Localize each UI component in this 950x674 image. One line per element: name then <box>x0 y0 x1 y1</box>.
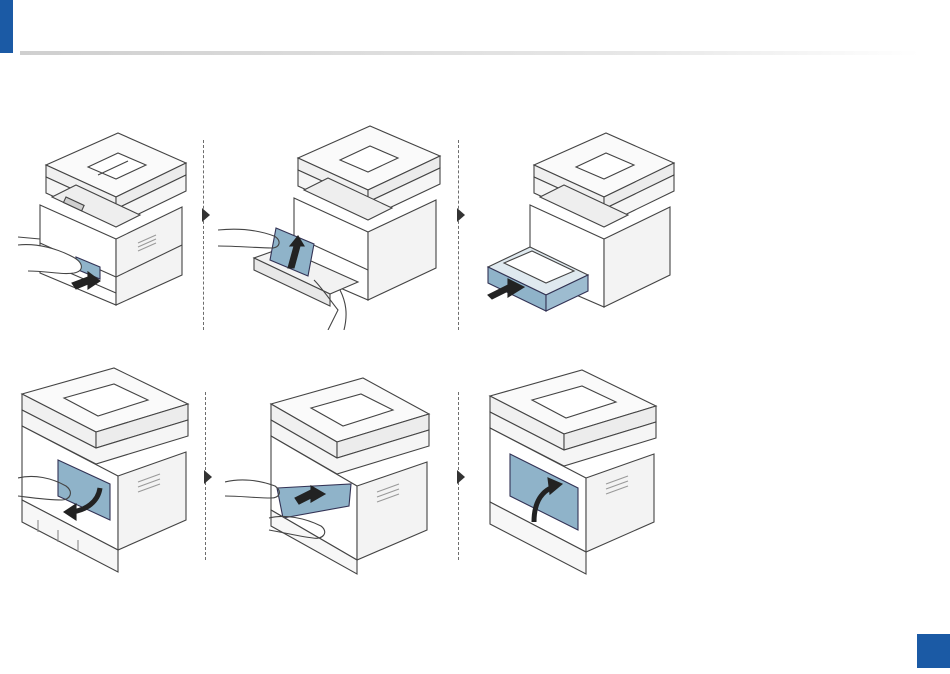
next-step-arrow-icon <box>457 470 465 484</box>
step-divider <box>203 140 204 330</box>
step-illustration-pull-tray <box>18 125 198 325</box>
step-illustration-remove-paper <box>218 118 443 330</box>
step-illustration-insert-tray <box>478 125 678 320</box>
next-step-arrow-icon <box>202 208 210 222</box>
step-illustration-close-rear-cover <box>486 362 666 577</box>
page-number-badge <box>917 634 950 668</box>
next-step-arrow-icon <box>457 208 465 222</box>
step-illustration-open-rear-cover <box>18 360 193 575</box>
header-rule <box>20 51 920 55</box>
chapter-marker <box>0 0 13 53</box>
step-divider <box>458 140 459 330</box>
step-illustration-remove-rear-paper <box>225 370 435 575</box>
next-step-arrow-icon <box>204 470 212 484</box>
